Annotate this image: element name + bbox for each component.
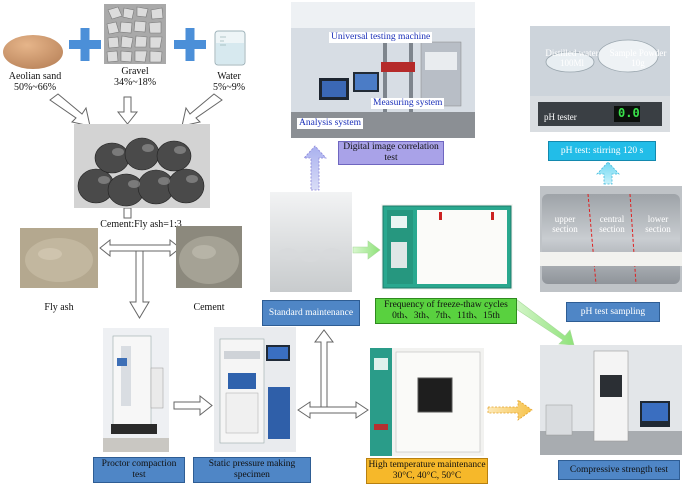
plus-icon: [174, 28, 206, 61]
proctor-machine-photo: [103, 328, 169, 452]
curing-room-image: [270, 192, 352, 292]
central-section-label: central section: [599, 214, 625, 234]
ph-meter-image: [530, 26, 670, 132]
gravel-range: 34%~18%: [113, 77, 157, 88]
compressive-tester-image: [540, 345, 682, 455]
compressive-strength-label: Compressive strength test: [558, 460, 680, 480]
sand-range: 50%~66%: [13, 82, 57, 93]
ph-test-photo: Distilled water 100Ml Sample Powder 10g …: [530, 26, 670, 132]
cement-photo: [176, 226, 242, 288]
fly-ash-label: Fly ash: [44, 302, 74, 313]
arrow-standard-to-dic: [303, 145, 327, 191]
freeze-chamber-image: [381, 204, 513, 290]
arrow-mix-to-binder: [99, 207, 181, 258]
standard-maintenance-label: Standard maintenance: [262, 300, 360, 326]
oven-photo: [370, 348, 484, 456]
freeze-thaw-label: Frequency of freeze-thaw cycles 0th、3th、…: [375, 298, 517, 324]
static-pressure-label: Static pressure making specimen: [193, 457, 311, 483]
gravel-name: Gravel: [121, 66, 149, 77]
ph-tester-label: pH tester: [544, 112, 577, 122]
high-temp-values: 30°C, 40°C, 50°C: [392, 471, 462, 481]
ph-test-label: pH test: stirring 120 s: [548, 141, 656, 161]
arrow-proctor-to-static: [173, 394, 213, 417]
bags-image: [74, 124, 210, 208]
freeze-thaw-title: Frequency of freeze-thaw cycles: [384, 300, 508, 310]
arrow-sampling-to-phtest: [596, 161, 620, 185]
arrow-binder-to-proctor: [129, 250, 150, 319]
utm-title: Universal testing machine: [329, 32, 433, 43]
gravel-image: [104, 4, 166, 64]
compressive-machine-photo: [540, 345, 682, 455]
arrow-sand-to-mix: [49, 93, 91, 127]
high-temp-title: High temperature maintenance: [368, 460, 486, 470]
gravel-photo: [104, 4, 166, 64]
proctor-compactor-image: [103, 328, 169, 452]
aeolian-sand-photo: [2, 28, 64, 70]
press-machine-image: [214, 327, 296, 452]
analysis-system-label: Analysis system: [297, 118, 364, 129]
ph-reading: 0.0: [618, 106, 640, 120]
lower-section-label: lower section: [645, 214, 671, 234]
freeze-thaw-chamber-photo: [381, 204, 513, 290]
dic-test-label: Digital image correlation test: [338, 141, 444, 165]
sand-pile-image: [3, 35, 63, 69]
proctor-compaction-label: Proctor compaction test: [93, 457, 185, 483]
sample-powder-label: Sample Powder 10g: [609, 48, 667, 68]
utm-dic-photo: Universal testing machine Measuring syst…: [291, 2, 475, 138]
water-name: Water: [217, 71, 241, 82]
arrow-gravel-to-mix: [116, 96, 139, 125]
arrow-standard-to-freeze: [352, 240, 381, 260]
water-beaker-photo: [212, 29, 248, 67]
water-range: 5%~9%: [212, 82, 246, 93]
high-temp-label: High temperature maintenance 30°C, 40°C,…: [366, 458, 488, 484]
arrow-static-to-junction: [297, 329, 369, 419]
beaker-icon: [214, 30, 246, 66]
mixed-specimen-bags-photo: [74, 124, 210, 208]
measuring-system-label: Measuring system: [371, 98, 445, 109]
arrow-hightemp-to-compressive: [487, 399, 533, 421]
arrow-freeze-to-compressive: [509, 298, 575, 346]
binder-ratio-label: Cement:Fly ash=1:3: [100, 219, 182, 230]
standard-maintenance-photo: [270, 192, 352, 292]
distilled-water-label: Distilled water 100Ml: [545, 48, 599, 68]
fly-ash-image: [20, 228, 98, 288]
upper-section-label: upper section: [552, 214, 578, 234]
ph-sampling-photo: upper section central section lower sect…: [540, 186, 682, 292]
fly-ash-photo: [20, 228, 98, 288]
cement-label: Cement: [193, 302, 225, 313]
cement-image: [176, 226, 242, 288]
static-pressure-machine-photo: [214, 327, 296, 452]
arrow-water-to-mix: [181, 93, 223, 127]
sand-name: Aeolian sand: [8, 71, 62, 82]
plus-icon: [69, 28, 101, 61]
utm-lab-image: [291, 2, 475, 138]
ph-sampling-label: pH test sampling: [566, 302, 660, 322]
freeze-thaw-cycles: 0th、3th、7th、11th、15th: [392, 311, 500, 321]
specimen-section-image: [540, 186, 682, 292]
oven-image: [370, 348, 484, 456]
